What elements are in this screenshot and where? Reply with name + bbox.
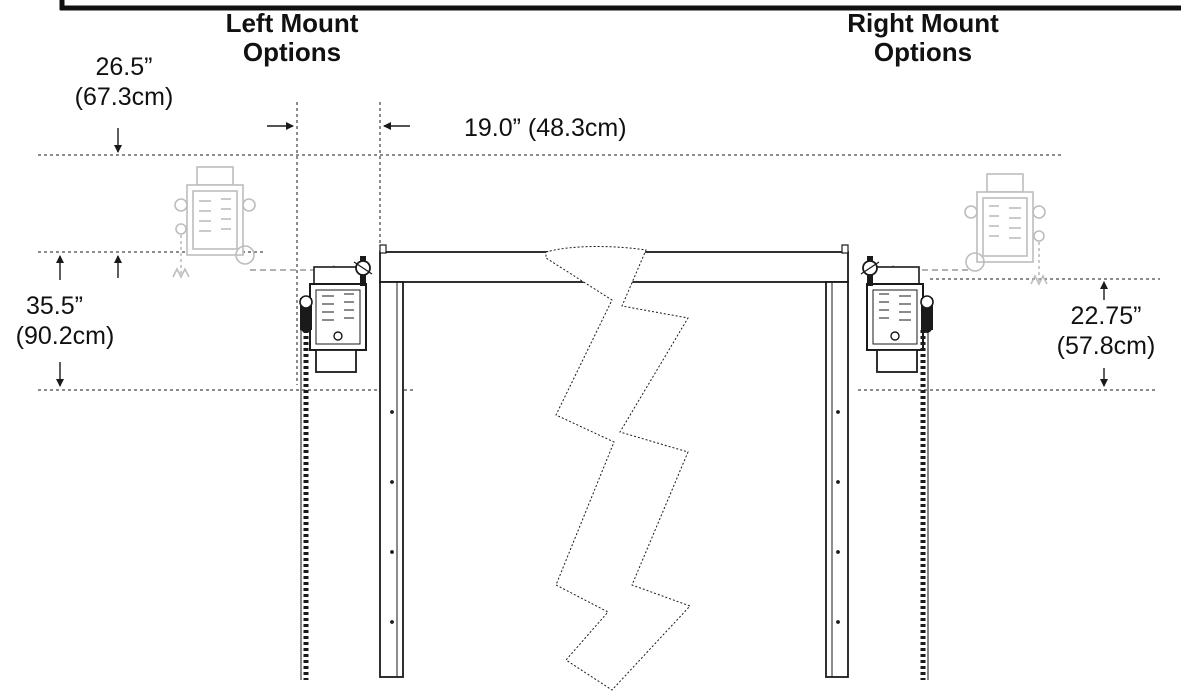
left-jamb [379,281,404,678]
hand-chain-icon-left [300,330,309,680]
right-mount-heading-line2: Options [873,37,973,67]
top-offset-label: 26.5” (67.3cm) [58,52,190,112]
ghost-operator-left [172,166,256,278]
right-height-metric: (57.8cm) [1056,332,1156,360]
right-height-imperial: 22.75” [1070,302,1142,330]
left-mount-heading-line1: Left Mount [225,8,359,38]
left-height-label: 35.5” (90.2cm) [4,291,126,351]
ghost-operator-right [964,173,1048,285]
left-height-metric: (90.2cm) [15,322,115,350]
mount-spacing-label: 19.0” (48.3cm) [464,114,627,142]
right-height-label: 22.75” (57.8cm) [1035,301,1177,361]
right-jamb [825,281,849,678]
left-mount-heading: Left Mount Options [218,9,366,67]
top-frame-border [59,0,1181,11]
top-offset-imperial: 26.5” [95,53,153,81]
right-mount-heading: Right Mount Options [838,9,1008,67]
dimension-arrows [56,122,1108,387]
right-mount-heading-line1: Right Mount [847,8,999,38]
left-mount-heading-line2: Options [242,37,342,67]
door-break-line [545,246,691,691]
reference-lines [38,102,1160,391]
hand-chain-icon-right [920,330,929,680]
gear-operator-icon-left [299,255,373,373]
left-height-imperial: 35.5” [26,292,83,320]
top-offset-metric: (67.3cm) [74,83,174,111]
